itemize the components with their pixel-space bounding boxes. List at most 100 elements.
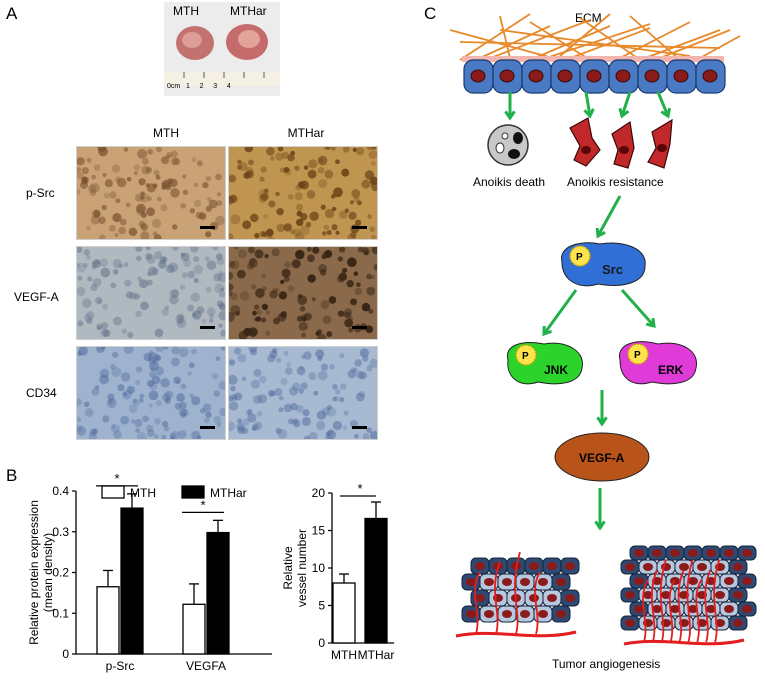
bar-mth — [332, 582, 356, 644]
blood-vessel — [650, 569, 658, 643]
legend-swatch-mth — [101, 485, 125, 499]
cell-nucleus — [502, 610, 512, 618]
ecm-fiber — [559, 13, 611, 57]
ecm-fiber — [619, 21, 691, 59]
cell-nucleus — [679, 563, 689, 571]
arrow-head — [504, 110, 516, 121]
cell-nucleus — [475, 562, 485, 570]
ecm-fiber — [479, 25, 551, 59]
cell-nucleus — [724, 577, 734, 585]
cell-nucleus — [742, 549, 752, 557]
y-tick-label: 0.3 — [52, 525, 69, 539]
scale-bar — [200, 426, 215, 429]
vegfa-label: VEGF-A — [579, 451, 625, 465]
cell-nucleus — [670, 549, 680, 557]
cell-nucleus — [644, 69, 660, 83]
cell-nucleus — [615, 69, 631, 83]
blood-vessel — [686, 559, 694, 643]
ihc-image-vegfa-mthar — [228, 246, 378, 340]
cell-nucleus — [581, 146, 591, 154]
scale-bar — [352, 226, 367, 229]
blood-vessel — [474, 571, 481, 635]
blood-vessel — [713, 559, 720, 643]
arrow-line — [656, 91, 670, 117]
bar-mthar — [364, 517, 388, 644]
jnk-label: JNK — [544, 363, 568, 377]
ihc-col-header-mthar: MTHar — [287, 126, 325, 140]
cell-nucleus — [673, 69, 689, 83]
jnk-node: P JNK — [507, 342, 583, 385]
blood-vessel — [668, 579, 676, 643]
arrow-line — [542, 289, 578, 335]
cell-nucleus — [520, 578, 530, 586]
blood-vessel — [642, 579, 649, 643]
basement-membrane — [462, 56, 724, 62]
tissue-texture — [77, 347, 225, 439]
cell-nucleus — [529, 594, 539, 602]
blood-vessel — [659, 559, 667, 643]
bar-mth-vegfa — [182, 603, 206, 655]
cell-nucleus — [724, 605, 734, 613]
cell-nucleus — [724, 549, 734, 557]
cell-nucleus — [466, 578, 476, 586]
ecm-label: ECM — [575, 11, 602, 25]
tissue-texture — [229, 147, 377, 239]
tissue-texture — [77, 247, 225, 339]
cell-nucleus — [547, 562, 557, 570]
ecm-fiber — [529, 25, 611, 61]
blood-vessel — [514, 551, 521, 635]
cell-nucleus — [565, 562, 575, 570]
arrow-line — [620, 289, 656, 327]
tissue-texture — [229, 247, 377, 339]
cell-nucleus — [643, 563, 653, 571]
panel-b-letter: B — [6, 466, 18, 485]
cell-nucleus — [619, 146, 629, 154]
cell-nucleus — [484, 610, 494, 618]
tumor-photo: MTH MTHar 0cm 1 2 3 4 — [164, 2, 280, 96]
anoikis-resistance-label: Anoikis resistance — [567, 175, 664, 189]
anoikis-arrows — [504, 91, 672, 121]
significance-star: * — [357, 481, 362, 496]
arrow-head — [595, 227, 606, 239]
y-tick-label: 10 — [312, 561, 326, 575]
vegfa-node: VEGF-A — [554, 432, 650, 482]
pathway-diagram: ECM Anoikis death Anoikis resistance P S… — [449, 11, 757, 671]
arrow-line — [584, 91, 592, 117]
erk-label: ERK — [658, 363, 684, 377]
erk-node: P ERK — [619, 341, 697, 385]
cell-nucleus — [556, 578, 566, 586]
scale-bar — [352, 326, 367, 329]
cell-nucleus — [715, 619, 725, 627]
tumor-photo-graphic — [164, 24, 280, 86]
ihc-image-cd34-mth — [76, 346, 226, 440]
src-label: Src — [602, 262, 623, 277]
x-tick-label: p-Src — [106, 659, 135, 673]
ecm-fiber — [479, 19, 591, 63]
src-p-label: P — [576, 252, 583, 263]
blood-vessel — [677, 569, 685, 643]
arrow-head — [594, 520, 606, 531]
y-axis-label: (mean density) — [41, 533, 55, 612]
ihc-image-cd34-mthar — [228, 346, 378, 440]
cell-nucleus — [556, 610, 566, 618]
cell-nucleus — [652, 549, 662, 557]
y-tick-label: 0 — [318, 636, 325, 650]
jnk-p-label: P — [522, 351, 529, 362]
cell-nucleus — [557, 69, 573, 83]
photo-label-mth: MTH — [173, 4, 199, 18]
arrow-head — [645, 317, 656, 328]
erk-p-label: P — [634, 350, 641, 361]
cell-nucleus — [634, 577, 644, 585]
cell-nucleus — [625, 619, 635, 627]
blood-vessel-main — [455, 630, 577, 638]
ecm-fiber — [539, 23, 651, 61]
tumor-angiogenesis-label: Tumor angiogenesis — [552, 657, 660, 671]
cell-nucleus — [715, 591, 725, 599]
y-tick-label: 0 — [62, 647, 69, 661]
pathway-arrows — [542, 195, 656, 531]
y-tick-label: 5 — [318, 599, 325, 613]
y-tick-label: 20 — [312, 486, 326, 500]
ihc-image-psrc-mthar — [228, 146, 378, 240]
ihc-image-vegfa-mth — [76, 246, 226, 340]
